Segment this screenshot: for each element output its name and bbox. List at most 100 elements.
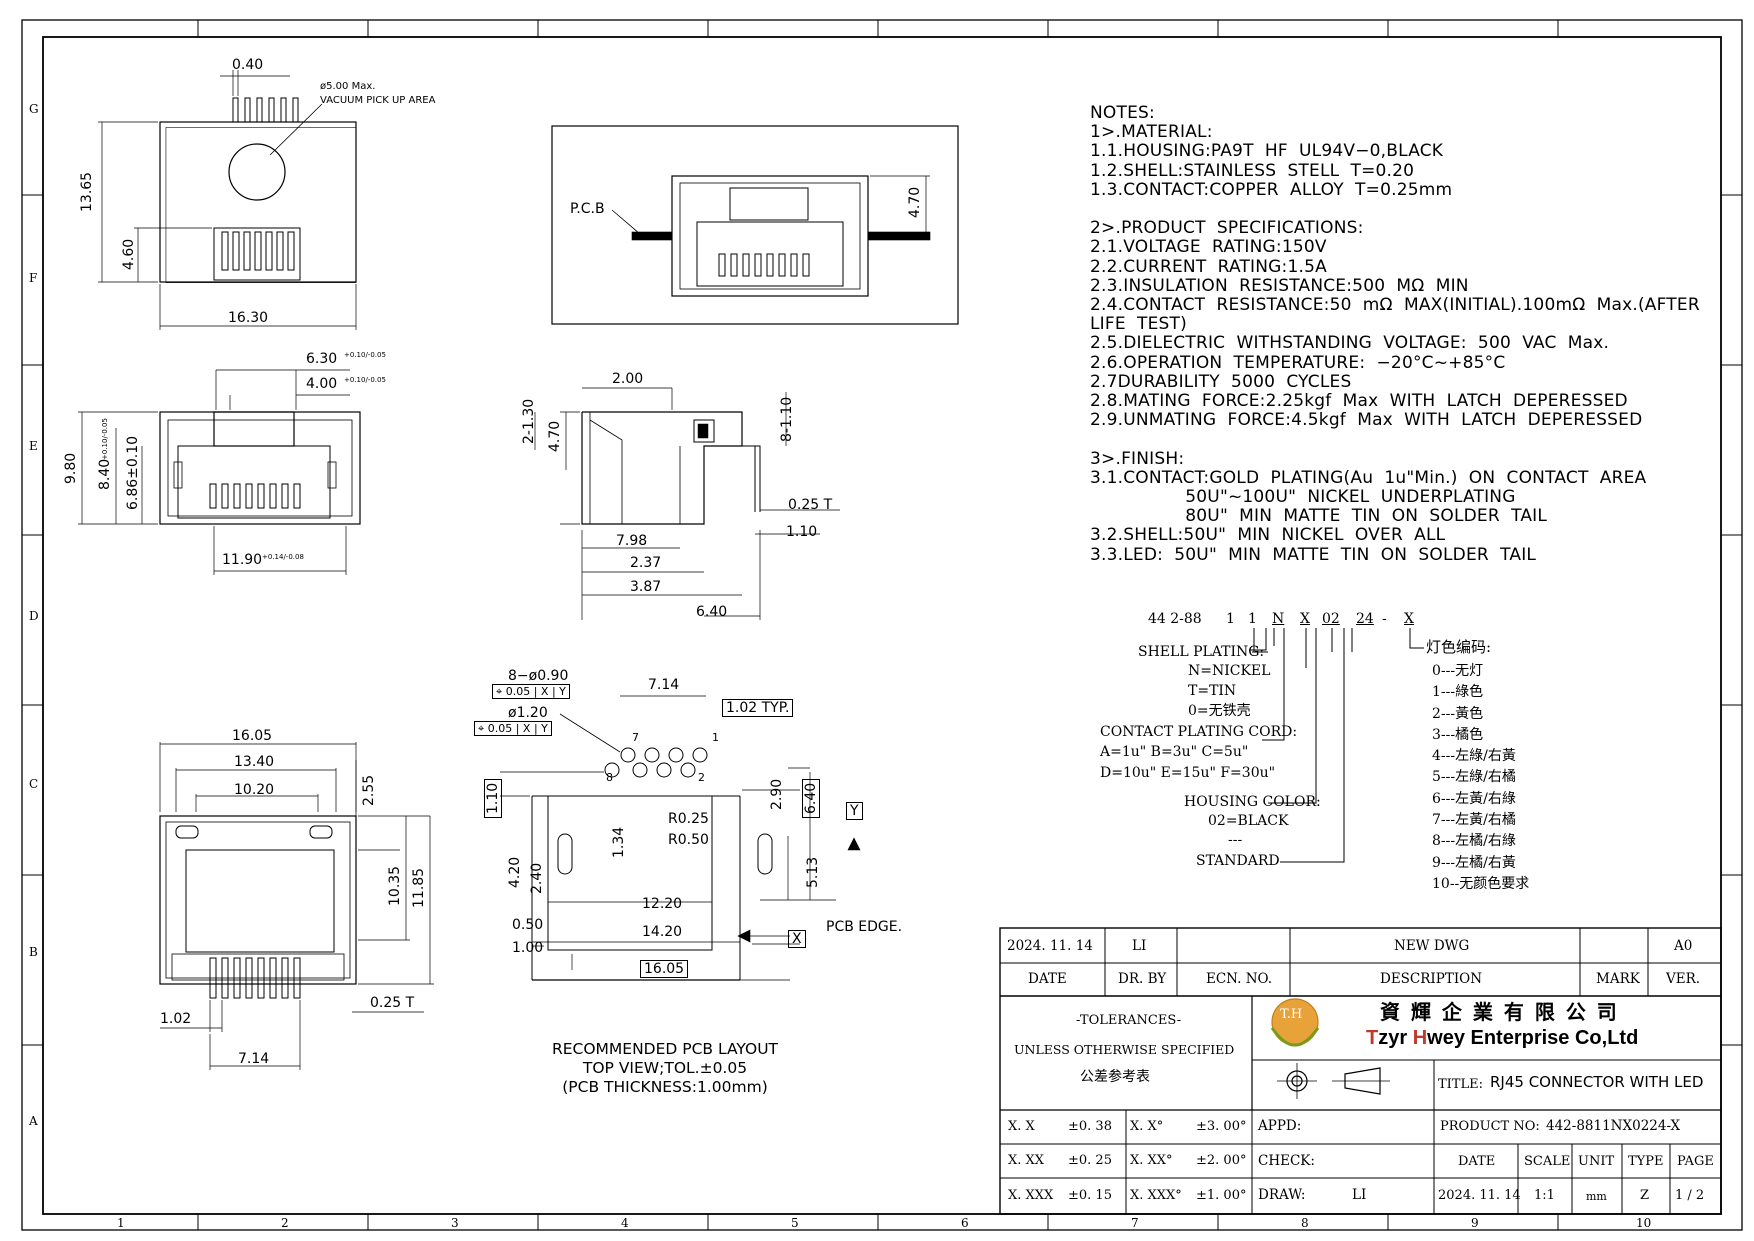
val-unit: mm xyxy=(1586,1190,1607,1203)
dim-0-40: 0.40 xyxy=(232,57,264,73)
val-page: 1 / 2 xyxy=(1675,1188,1705,1203)
vacuum-area-circle xyxy=(228,143,286,201)
title-block-grid xyxy=(999,927,1722,1215)
dim-10-35: 10.35 xyxy=(387,865,403,906)
dim-9-80: 9.80 xyxy=(63,452,79,484)
pcb-note-line-3: (PCB THICKNESS:1.00mm) xyxy=(562,1078,768,1096)
fcf-datum-y-1: Y xyxy=(559,685,566,698)
pcb-note-line-1: RECOMMENDED PCB LAYOUT xyxy=(551,1040,779,1058)
dim-4-70-a: 4.70 xyxy=(907,186,923,218)
note-line: 2.2.CURRENT RATING:1.5A xyxy=(1090,256,1327,277)
tolerance-cell: ±2. 00° xyxy=(1196,1153,1247,1168)
fcf-tol-2: 0.05 xyxy=(487,722,513,735)
dim-11-90-tol: +0.14/-0.08 xyxy=(262,553,304,561)
dim-1-02: 1.02 xyxy=(160,1011,192,1027)
notes-block: NOTES:1>.MATERIAL:1.1.HOUSING:PA9T HF UL… xyxy=(1090,103,1700,565)
product-value: 442-8811NX0224-X xyxy=(1546,1118,1681,1134)
led-code-item: 2---黃色 xyxy=(1432,705,1484,722)
dim-16-05-b: 16.05 xyxy=(640,960,689,978)
contact-plating-opt-1: D=10u" E=15u" F=30u" xyxy=(1100,765,1276,781)
pn-seg-6: 24 xyxy=(1356,611,1374,627)
dim-8-40-tol: +0.10/-0.05 xyxy=(101,418,109,460)
dim-14-20: 14.20 xyxy=(642,924,683,940)
dim-11-90: 11.90 xyxy=(222,552,263,568)
zone-col-4: 4 xyxy=(621,1216,629,1230)
note-line: 1.3.CONTACT:COPPER ALLOY T=0.25mm xyxy=(1090,179,1453,200)
tolerance-cell: X. XX xyxy=(1008,1153,1045,1168)
zone-ticks xyxy=(22,20,1742,1230)
note-line: 80U" MIN MATTE TIN ON SOLDER TAIL xyxy=(1090,506,1548,527)
label-pcb: P.C.B xyxy=(570,201,605,217)
dim-vacuum-dia: ø5.00 Max. xyxy=(320,81,376,92)
dim-3-87: 3.87 xyxy=(630,579,662,595)
company-en-t: T xyxy=(1366,1027,1379,1049)
tolerance-cell: X. XXX xyxy=(1008,1188,1054,1203)
company-cn: 資 輝 企 業 有 限 公 司 xyxy=(1380,1000,1619,1024)
led-code-item: 1---綠色 xyxy=(1432,684,1484,701)
note-line xyxy=(1090,200,1700,219)
housing-color-label: HOUSING COLOR: xyxy=(1184,794,1321,810)
pn-seg-2: 1 xyxy=(1248,611,1257,627)
datum-x: X xyxy=(788,930,806,948)
hdr-ecn: ECN. NO. xyxy=(1206,971,1273,987)
led-code-item: 4---左綠/右黃 xyxy=(1432,748,1516,765)
note-line: 1.1.HOUSING:PA9T HF UL94V−0,BLACK xyxy=(1090,141,1444,162)
zone-row-f: F xyxy=(29,271,38,285)
dim-13-65: 13.65 xyxy=(79,171,95,212)
shell-plating-opt-1: T=TIN xyxy=(1188,683,1237,699)
company-en-rest: wey Enterprise Co,Ltd xyxy=(1427,1027,1639,1049)
pn-seg-1: 1 xyxy=(1226,611,1235,627)
pcb-layout-view xyxy=(500,695,861,981)
dim-1-34: 1.34 xyxy=(611,826,627,858)
pn-seg-3: N xyxy=(1272,611,1285,627)
dim-1-00: 1.00 xyxy=(512,940,544,956)
hdr-scale: SCALE xyxy=(1524,1154,1571,1169)
dim-8-40: 8.40 xyxy=(97,458,113,490)
pn-seg-8: X xyxy=(1404,611,1414,627)
contact-plating-opt-0: A=1u" B=3u" C=5u" xyxy=(1100,744,1249,760)
note-line: 2.6.OPERATION TEMPERATURE: −20°C~+85°C xyxy=(1090,352,1506,373)
rev-drawn: LI xyxy=(1132,938,1147,954)
unless-label: UNLESS OTHERWISE SPECIFIED xyxy=(1014,1042,1235,1057)
note-line: 1.2.SHELL:STAINLESS STELL T=0.20 xyxy=(1090,160,1415,181)
pn-seg-5: 02 xyxy=(1322,611,1340,627)
hdr-type: TYPE xyxy=(1628,1154,1664,1169)
hdr-date: DATE xyxy=(1028,971,1067,987)
hdr-unit: UNIT xyxy=(1578,1154,1615,1169)
dim-2-1-30: 2-1.30 xyxy=(521,398,537,444)
zone-col-6: 6 xyxy=(961,1216,969,1230)
tolerance-cell: ±0. 38 xyxy=(1068,1119,1112,1134)
led-code-item: 6---左黃/右綠 xyxy=(1432,790,1516,807)
part-number-callouts xyxy=(1250,628,1424,863)
pin-label-2: 2 xyxy=(698,771,705,784)
led-code-item: 7---左黃/右橘 xyxy=(1432,812,1516,829)
zone-col-10: 10 xyxy=(1636,1216,1652,1230)
company-en: Tzyr Hwey Enterprise Co,Ltd xyxy=(1366,1028,1638,1048)
zone-row-a: A xyxy=(29,1114,38,1128)
fcf-box-1: ⌖ 0.05 | X | Y xyxy=(492,684,570,699)
dim-2-37: 2.37 xyxy=(630,555,662,571)
fcf-datum-x-1: X xyxy=(540,685,549,698)
product-label: PRODUCT NO: xyxy=(1440,1119,1540,1134)
pcb-note-line-2: TOP VIEW;TOL.±0.05 xyxy=(582,1059,748,1077)
hdr-desc: DESCRIPTION xyxy=(1380,971,1483,987)
note-line: 2.9.UNMATING FORCE:4.5kgf Max WITH LATCH… xyxy=(1090,410,1643,431)
led-code-item: 5---左綠/右橘 xyxy=(1432,769,1516,786)
note-line: 1>.MATERIAL: xyxy=(1090,122,1213,143)
pcb-side-view xyxy=(551,125,959,325)
pin-label-7: 7 xyxy=(632,731,639,744)
note-line: 2.3.INSULATION RESISTANCE:500 MΩ MIN xyxy=(1090,275,1469,296)
dim-11-85: 11.85 xyxy=(411,867,427,908)
note-line: 2>.PRODUCT SPECIFICATIONS: xyxy=(1090,218,1364,239)
hdr-date-2: DATE xyxy=(1458,1154,1496,1169)
side-view xyxy=(534,387,840,620)
note-line: LIFE TEST) xyxy=(1090,314,1187,335)
dim-0-25-t-b: 0.25 T xyxy=(370,995,415,1011)
fcf-datum-x-2: X xyxy=(522,722,531,735)
dim-4-00-tol: +0.10/-0.05 xyxy=(344,376,386,384)
company-en-h: H xyxy=(1412,1027,1428,1049)
shell-plating-label: SHELL PLATING: xyxy=(1138,644,1265,660)
val-scale: 1:1 xyxy=(1534,1188,1555,1203)
dim-7-98: 7.98 xyxy=(616,533,648,549)
